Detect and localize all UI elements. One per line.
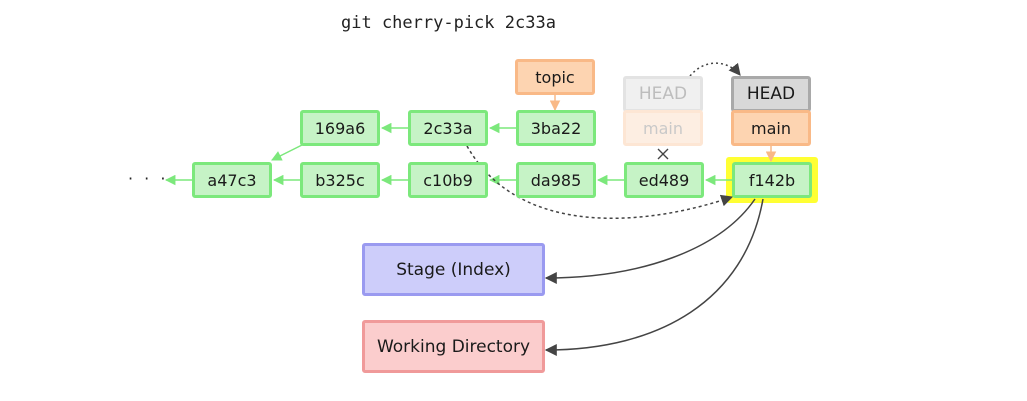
commit-2c33a: 2c33a [408, 110, 488, 146]
working-directory-area: Working Directory [362, 320, 545, 373]
command-text: git cherry-pick 2c33a [341, 13, 556, 33]
branch-main: main [731, 110, 811, 146]
commit-da985: da985 [516, 162, 596, 198]
commit-b325c: b325c [300, 162, 380, 198]
cherry-pick-arrow [466, 145, 734, 220]
commit-a47c3: a47c3 [192, 162, 272, 198]
new-head: HEAD [731, 76, 811, 112]
arrow-to-stage [544, 198, 756, 284]
old-head: HEAD [623, 76, 703, 112]
arrow-to-working-directory [544, 198, 764, 356]
commit-3ba22: 3ba22 [516, 110, 596, 146]
commit-ed489: ed489 [624, 162, 704, 198]
history-ellipsis: · · · [128, 169, 169, 188]
branch-topic: topic [515, 59, 595, 95]
link-169a6-to-a47c3 [271, 144, 303, 161]
commit-f142b: f142b [732, 162, 812, 198]
commit-169a6: 169a6 [300, 110, 380, 146]
stage-index-area: Stage (Index) [362, 243, 545, 296]
old-branch-main: main [623, 110, 703, 146]
old-main-cross-icon [657, 148, 669, 160]
head-move-arrow [689, 62, 741, 77]
commit-c10b9: c10b9 [408, 162, 488, 198]
